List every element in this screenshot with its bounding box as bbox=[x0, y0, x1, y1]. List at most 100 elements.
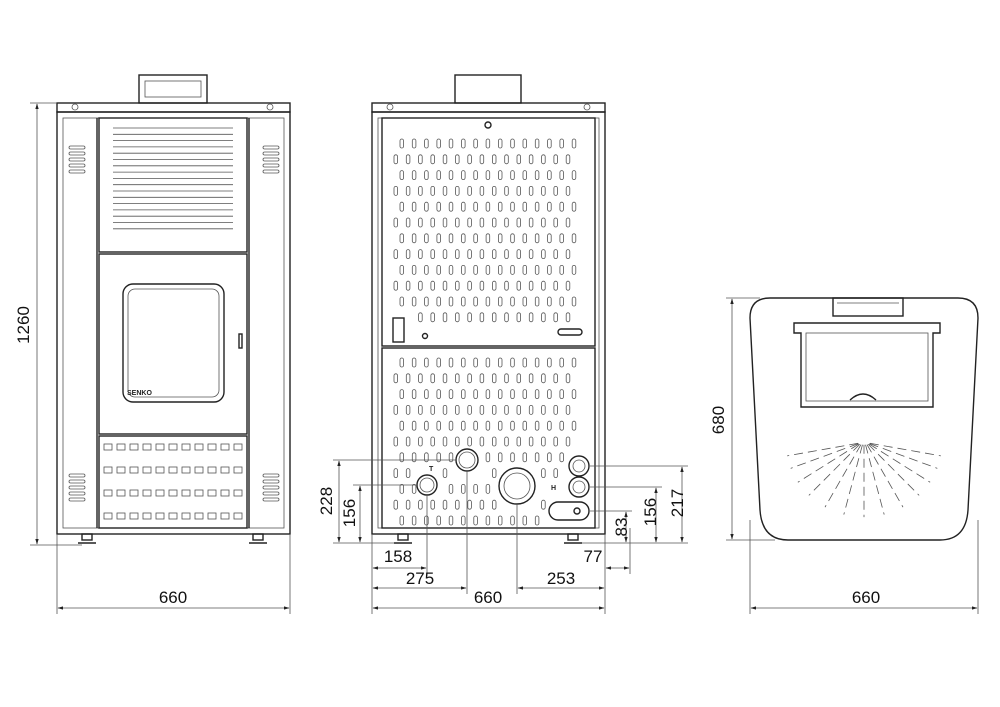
vent-slot bbox=[262, 157, 280, 162]
vent-slot bbox=[262, 145, 280, 150]
vent-slot bbox=[473, 515, 478, 526]
vent-slot bbox=[491, 154, 497, 165]
back-dim-253-label: 253 bbox=[547, 569, 575, 588]
vent-slot bbox=[528, 249, 534, 260]
vent-slot bbox=[411, 296, 417, 307]
vent-slot bbox=[418, 154, 423, 165]
vent-slot bbox=[559, 201, 564, 212]
vent-slot bbox=[262, 479, 280, 484]
vent-slot bbox=[424, 233, 429, 244]
vent-slot bbox=[479, 404, 485, 415]
grid-hole bbox=[181, 512, 191, 520]
back-vent-slots bbox=[393, 138, 577, 526]
vent-slot bbox=[485, 201, 491, 212]
vent-slot bbox=[430, 217, 435, 228]
vent-slot bbox=[455, 373, 460, 384]
vent-slot bbox=[405, 217, 411, 228]
vent-slot bbox=[455, 185, 460, 196]
grid-hole bbox=[103, 466, 113, 474]
vent-slot bbox=[504, 312, 509, 323]
vent-slot bbox=[436, 201, 441, 212]
vent-slot bbox=[442, 468, 448, 479]
vent-slot bbox=[455, 217, 460, 228]
vent-slot bbox=[418, 217, 423, 228]
grid-hole bbox=[207, 466, 217, 474]
vent-slot bbox=[436, 264, 441, 275]
grid-hole bbox=[155, 489, 165, 497]
vent-slot bbox=[262, 473, 280, 478]
vent-slot bbox=[528, 404, 534, 415]
vent-slot bbox=[491, 373, 497, 384]
vent-slot bbox=[559, 389, 564, 400]
back-dim-275-label: 275 bbox=[406, 569, 434, 588]
vent-slot bbox=[467, 312, 472, 323]
vent-slot bbox=[467, 249, 472, 260]
vent-slot bbox=[467, 373, 472, 384]
vent-slot bbox=[485, 515, 491, 526]
vent-slot bbox=[473, 296, 478, 307]
back-height-83-label: 83 bbox=[612, 518, 631, 537]
vent-slot bbox=[262, 497, 280, 502]
burner-ray bbox=[869, 443, 938, 469]
vent-slot bbox=[473, 170, 478, 181]
vent-slot bbox=[491, 499, 497, 510]
vent-slot bbox=[491, 185, 497, 196]
vent-slot bbox=[534, 357, 540, 368]
vent-slot bbox=[262, 169, 280, 174]
vent-slot bbox=[510, 389, 515, 400]
vent-slot bbox=[534, 515, 540, 526]
vent-slot bbox=[393, 404, 398, 415]
grid-hole bbox=[142, 489, 152, 497]
vent-slot bbox=[553, 404, 558, 415]
vent-slot bbox=[467, 154, 472, 165]
grid-hole bbox=[129, 443, 139, 451]
vent-slot bbox=[541, 436, 546, 447]
vent-slot bbox=[405, 185, 411, 196]
grid-hole bbox=[116, 489, 126, 497]
front-view: SENKO 1260 660 bbox=[14, 74, 291, 614]
vent-slot bbox=[497, 138, 503, 149]
vent-slot bbox=[479, 217, 485, 228]
vent-slot bbox=[510, 170, 515, 181]
vent-slot bbox=[547, 264, 552, 275]
vent-slot bbox=[516, 436, 521, 447]
vent-slot bbox=[553, 468, 558, 479]
vent-slot bbox=[534, 264, 540, 275]
vent-slot bbox=[479, 249, 485, 260]
front-width-label: 660 bbox=[159, 588, 187, 607]
vent-slot bbox=[559, 170, 564, 181]
vent-slot bbox=[467, 499, 472, 510]
vent-slot bbox=[393, 436, 398, 447]
vent-slot bbox=[516, 280, 521, 291]
vent-slot bbox=[547, 420, 552, 431]
vent-slot bbox=[504, 217, 509, 228]
vent-slot bbox=[565, 185, 571, 196]
vent-slot bbox=[461, 233, 466, 244]
vent-slot bbox=[547, 452, 552, 463]
vent-slot bbox=[399, 452, 404, 463]
grid-hole bbox=[168, 512, 178, 520]
vent-slot bbox=[461, 483, 466, 494]
vent-slot bbox=[68, 491, 86, 496]
vent-slot bbox=[405, 373, 411, 384]
vent-slot bbox=[418, 404, 423, 415]
grid-hole bbox=[220, 512, 230, 520]
vent-slot bbox=[553, 154, 558, 165]
vent-slot bbox=[516, 154, 521, 165]
back-dim-158-label: 158 bbox=[384, 547, 412, 566]
vent-slot bbox=[522, 357, 527, 368]
grid-hole bbox=[142, 443, 152, 451]
vent-slot bbox=[510, 357, 515, 368]
vent-slot bbox=[455, 404, 460, 415]
vent-slot bbox=[479, 185, 485, 196]
vent-slot bbox=[473, 483, 478, 494]
vent-slot bbox=[405, 468, 411, 479]
vent-slot bbox=[565, 436, 571, 447]
vent-slot bbox=[461, 296, 466, 307]
vent-slot bbox=[473, 357, 478, 368]
vent-slot bbox=[68, 485, 86, 490]
grid-hole bbox=[142, 512, 152, 520]
vent-slot bbox=[448, 201, 454, 212]
vent-slot bbox=[504, 404, 509, 415]
